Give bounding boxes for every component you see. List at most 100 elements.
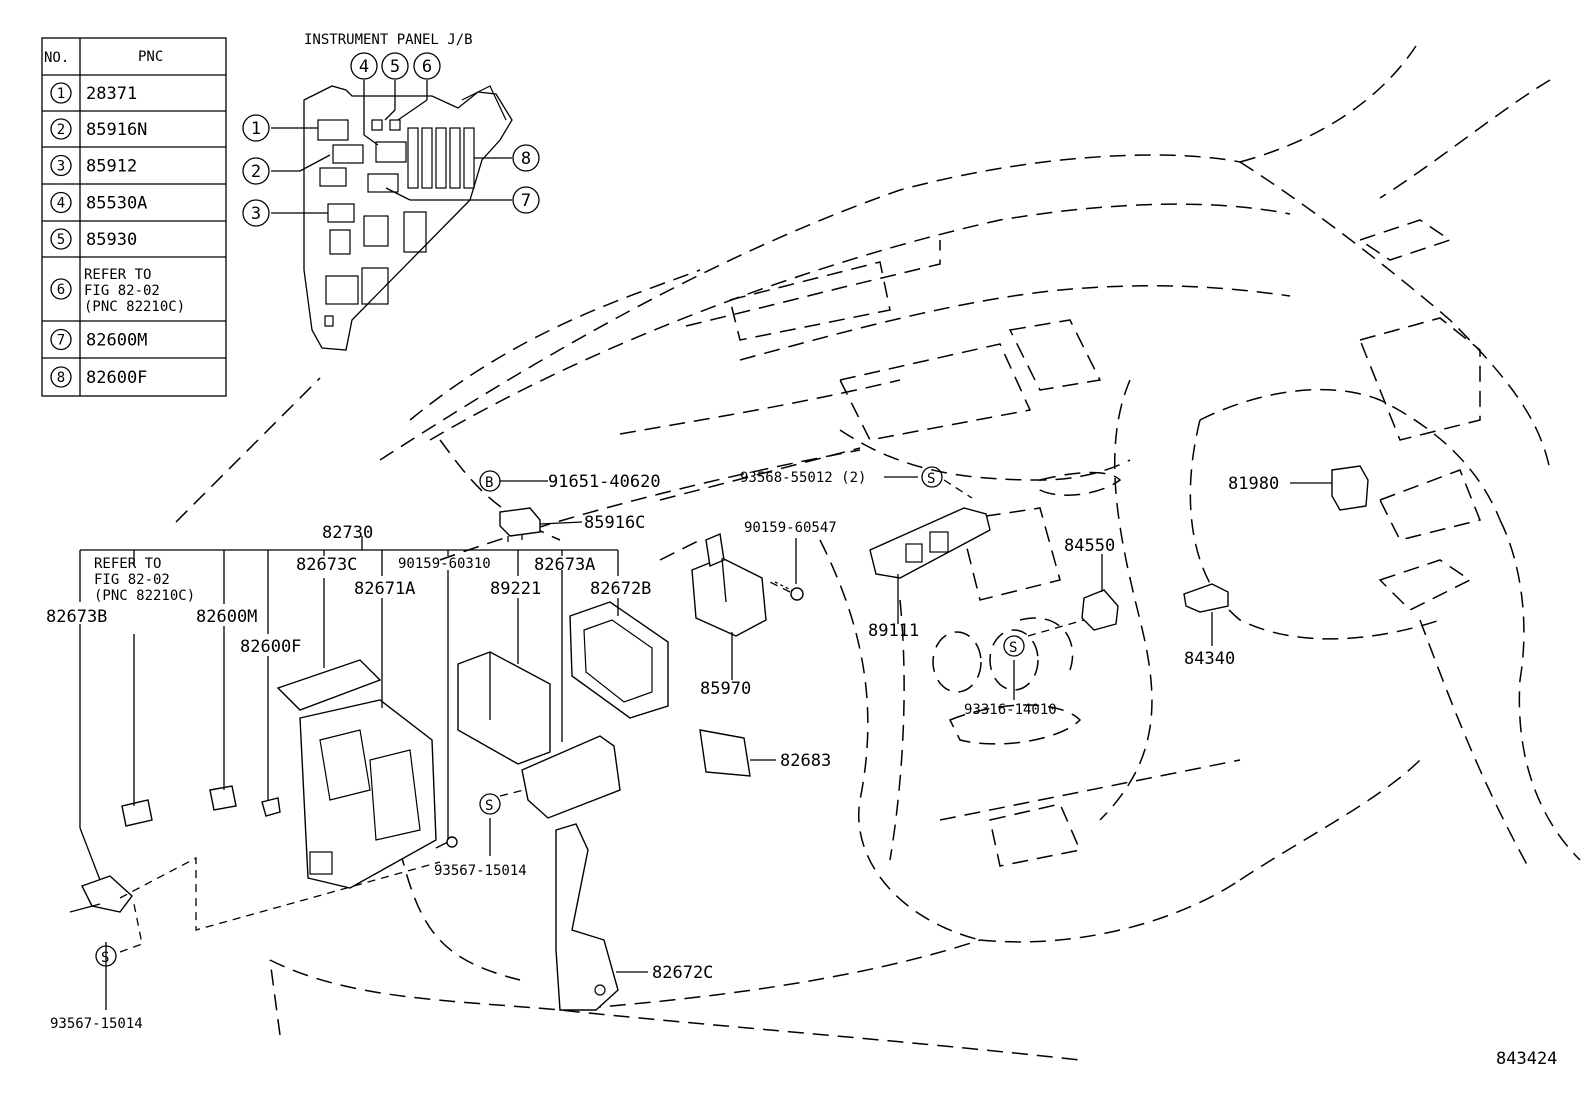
svg-text:S: S	[101, 950, 109, 966]
leader-lines	[79, 476, 1332, 1010]
label-82673b: 82673B	[46, 607, 107, 627]
jb-callout-number: 3	[251, 204, 261, 224]
row-number: 4	[57, 196, 65, 212]
label-85916c: 85916C	[584, 513, 645, 533]
row-pnc: 85912	[86, 157, 137, 177]
row-pnc: 28371	[86, 84, 137, 104]
jb-callout: 1	[242, 114, 270, 142]
row-pnc: 85930	[86, 230, 137, 250]
label-82730: 82730	[322, 523, 373, 543]
label-82671a: 82671A	[354, 579, 415, 599]
label-81980: 81980	[1228, 474, 1279, 494]
label-82673c: 82673C	[296, 555, 357, 575]
row-pnc: FIG 82-02	[84, 283, 160, 299]
jb-callout-number: 1	[251, 119, 261, 139]
row-number-circle	[50, 228, 72, 250]
bolt-93567-left	[435, 836, 458, 849]
bracket-82672b	[569, 601, 669, 719]
label-90159-60547: 90159-60547	[744, 520, 837, 536]
sensor-84340	[1183, 583, 1229, 613]
table-row: 8 82600F	[50, 366, 147, 388]
symbol-s-93567-b: S	[95, 945, 117, 967]
jb-callout-number: 5	[390, 57, 400, 77]
part-labels: 91651-40620 85916C 93568-55012 (2) 90159…	[46, 470, 1557, 1069]
table-row: 5 85930	[50, 228, 137, 250]
label-89111: 89111	[868, 621, 919, 641]
row-number-circle	[50, 278, 72, 300]
svg-text:S: S	[927, 471, 935, 487]
row-number: 8	[57, 370, 65, 386]
bracket-82673b	[69, 875, 133, 913]
table-row: 4 85530A	[50, 191, 147, 214]
junction-block-outline	[303, 85, 513, 351]
table-header-pnc: PNC	[138, 49, 163, 65]
table-header-no: NO.	[44, 50, 69, 66]
label-refer-line2: FIG 82-02	[94, 572, 170, 588]
jb-callout: 6	[413, 52, 441, 80]
label-84340: 84340	[1184, 649, 1235, 669]
row-number: 6	[57, 282, 65, 298]
module-85970	[691, 533, 767, 637]
label-89221: 89221	[490, 579, 541, 599]
label-93567-15014-a: 93567-15014	[434, 863, 527, 879]
symbol-s-93568: S	[921, 466, 943, 488]
row-number: 3	[57, 159, 65, 175]
row-number: 1	[57, 86, 65, 102]
label-93567-15014-b: 93567-15014	[50, 1016, 143, 1032]
row-pnc: (PNC 82210C)	[84, 299, 185, 315]
jb-callout: 2	[242, 157, 270, 185]
parts-table: NO. PNC 1 28371 2 85916N 3 85912 4 85530A 5 85930…	[41, 37, 227, 397]
row-number: 5	[57, 232, 65, 248]
figure-number: 843424	[1496, 1049, 1557, 1069]
label-82683: 82683	[780, 751, 831, 771]
label-refer-line1: REFER TO	[94, 556, 161, 572]
label-82600m: 82600M	[196, 607, 257, 627]
bolt-90159-60547	[774, 581, 804, 601]
table-row: 3 85912	[50, 154, 137, 177]
jb-callout: 5	[381, 52, 409, 80]
row-number-circle	[50, 191, 72, 214]
symbol-s-93316: S	[1003, 635, 1025, 657]
jb-callout: 4	[350, 52, 378, 80]
table-row: 1 28371	[50, 82, 137, 104]
label-82672b: 82672B	[590, 579, 651, 599]
row-number-circle	[50, 118, 72, 140]
label-82673a: 82673A	[534, 555, 595, 575]
symbol-b: B	[479, 470, 501, 492]
row-pnc: 82600F	[86, 368, 147, 388]
relay-81980	[1331, 465, 1369, 511]
jb-callout-number: 6	[422, 57, 432, 77]
row-pnc: 85916N	[86, 120, 147, 140]
jb-leaders	[271, 80, 512, 214]
row-number-circle	[50, 366, 72, 388]
dashed-connectors	[119, 479, 1085, 953]
row-pnc: 82600M	[86, 331, 147, 351]
row-pnc: 85530A	[86, 194, 147, 214]
label-93568-55012: 93568-55012 (2)	[740, 470, 866, 486]
jb-callout: 3	[242, 199, 270, 227]
fuse-82600m	[209, 785, 237, 811]
jb-callout: 8	[512, 144, 540, 172]
fuse-refer	[121, 799, 153, 827]
row-number: 2	[57, 122, 65, 138]
jb-callout-number: 7	[521, 191, 531, 211]
svg-text:S: S	[485, 798, 493, 814]
label-refer-line3: (PNC 82210C)	[94, 588, 195, 604]
bracket-82672c	[555, 823, 619, 1011]
jb-callout-number: 2	[251, 162, 261, 182]
symbol-s-93567-a: S	[479, 793, 501, 815]
jb-callout: 7	[512, 186, 540, 214]
fuse-block	[407, 127, 475, 189]
sensor-84550	[1081, 589, 1119, 631]
label-93316-14010: 93316-14010	[964, 702, 1057, 718]
jb-title: INSTRUMENT PANEL J/B	[304, 32, 473, 48]
jb-callout-number: 4	[359, 57, 369, 77]
table-row: 2 85916N	[50, 118, 147, 140]
ecu-89221	[457, 651, 551, 765]
label-82600f: 82600F	[240, 637, 301, 657]
label-84550: 84550	[1064, 536, 1115, 556]
row-number-circle	[50, 328, 72, 351]
